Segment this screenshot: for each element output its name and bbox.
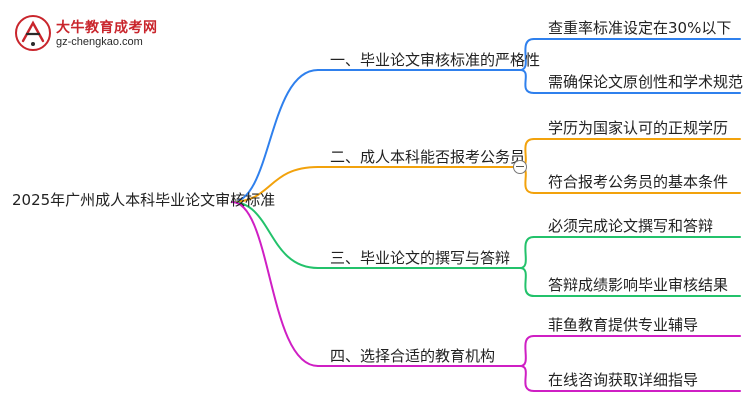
leaf-node-2-1: 学历为国家认可的正规学历 [548, 119, 729, 137]
leaf-node-4-2: 在线咨询获取详细指导 [548, 371, 699, 389]
branch-node-1: 一、毕业论文审核标准的严格性 [330, 51, 541, 69]
root-branch-connector-1 [231, 69, 319, 203]
leaf-node-1-2: 需确保论文原创性和学术规范 [548, 73, 744, 91]
leaf-node-3-2: 答辩成绩影响毕业审核结果 [548, 276, 729, 294]
leaf-connector-4-2 [519, 365, 535, 392]
leaf-node-3-1: 必须完成论文撰写和答辩 [548, 217, 714, 235]
branch-node-4: 四、选择合适的教育机构 [330, 347, 496, 365]
leaf-connector-3-2 [519, 267, 535, 297]
branch-node-3: 三、毕业论文的撰写与答辩 [330, 249, 511, 267]
leaf-connector-3-1 [519, 236, 535, 269]
branch-node-2: 二、成人本科能否报考公务员 [330, 148, 526, 166]
root-branch-connector-3 [231, 201, 319, 269]
root-branch-connector-4 [231, 201, 319, 367]
leaf-connector-1-1 [519, 38, 535, 71]
root-branch-connector-2 [231, 166, 319, 203]
leaf-connector-1-2 [519, 69, 535, 94]
leaf-node-2-2: 符合报考公务员的基本条件 [548, 173, 729, 191]
logo-icon [15, 15, 51, 51]
root-node: 2025年广州成人本科毕业论文审核标准 [12, 191, 276, 209]
leaf-node-1-1: 查重率标准设定在30%以下 [548, 19, 732, 37]
leaf-connector-4-1 [519, 335, 535, 367]
logo-name: 大牛教育成考网 [56, 20, 158, 36]
collapse-toggle-icon[interactable] [513, 160, 527, 174]
leaf-node-4-1: 菲鱼教育提供专业辅导 [548, 316, 699, 334]
logo-url: gz-chengkao.com [56, 36, 143, 48]
site-logo[interactable]: 大牛教育成考网 gz-chengkao.com [14, 14, 174, 54]
